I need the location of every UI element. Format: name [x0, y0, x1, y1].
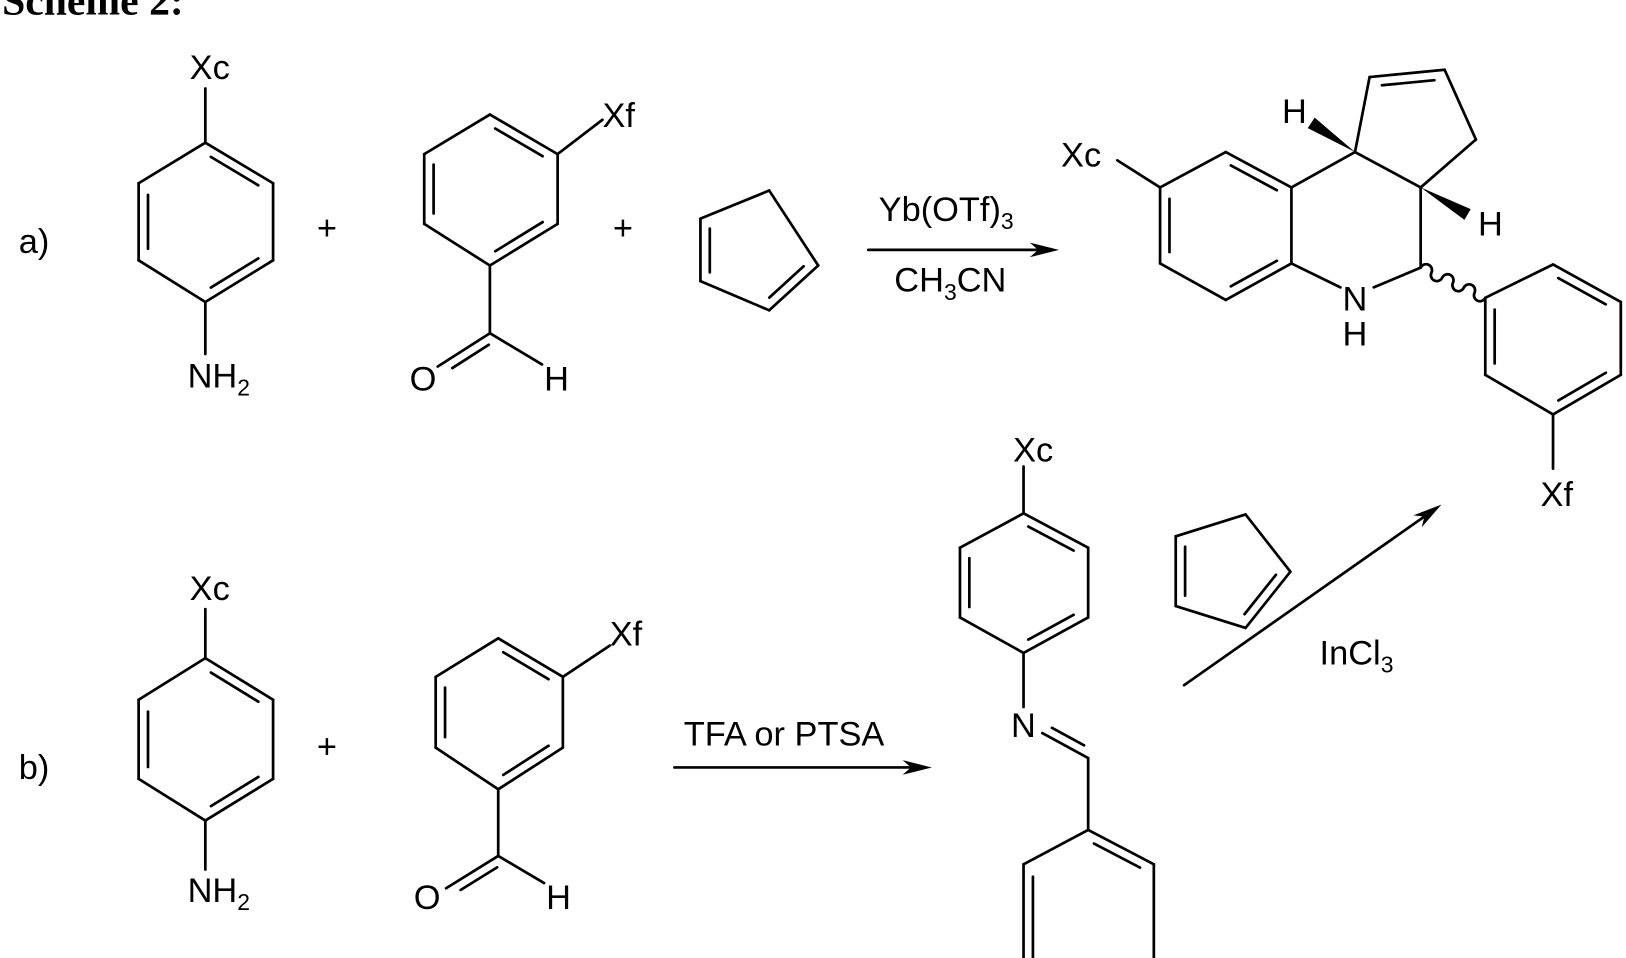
- aldehyde-b-h: H: [546, 879, 571, 917]
- ring-bond: [498, 638, 563, 677]
- ring-bond: [700, 281, 769, 310]
- ring-bond: [1176, 606, 1246, 628]
- ring-bond: [205, 658, 273, 700]
- ring-bond: [1485, 264, 1553, 297]
- product-h-top: H: [1282, 93, 1307, 131]
- plus-a-2: +: [613, 210, 633, 248]
- ring-bond: [1246, 514, 1291, 571]
- bond: [563, 646, 610, 677]
- ring-bond: [769, 266, 818, 311]
- reagent-tfa-ptsa: TFA or PTSA: [684, 716, 885, 754]
- ring-bond: [1246, 572, 1291, 628]
- reagent-yb-otf3: Yb(OTf)3: [879, 191, 1014, 234]
- double-bond: [1231, 261, 1277, 287]
- product-n: N: [1342, 280, 1367, 318]
- ring-bond: [436, 638, 499, 677]
- aniline-a-xc: Xc: [190, 49, 230, 87]
- ring-bond: [1553, 264, 1621, 301]
- ring-bond: [205, 143, 273, 184]
- ring-bond: [960, 513, 1024, 547]
- ring-bond: [700, 191, 769, 219]
- stereo-wedge-bond: [1308, 118, 1355, 152]
- row-a-label: a): [19, 223, 50, 261]
- stereo-wedge-bond: [1421, 187, 1471, 219]
- plus-b: +: [317, 728, 337, 766]
- ring-bond: [139, 143, 206, 184]
- reaction-arrow-c-head: [1413, 505, 1441, 528]
- product-nh: H: [1342, 316, 1367, 354]
- ring-bond: [205, 779, 273, 821]
- wavy-bond: [1421, 264, 1486, 301]
- bond: [1355, 152, 1421, 187]
- aniline-b-xc: Xc: [190, 570, 230, 608]
- double-bond: [1028, 615, 1073, 640]
- ring-bond: [1160, 152, 1226, 187]
- product-xc: Xc: [1061, 137, 1101, 175]
- ring-bond: [139, 658, 206, 700]
- aldehyde-a-h: H: [544, 361, 569, 399]
- bond: [1291, 152, 1355, 187]
- ring-bond: [139, 779, 206, 821]
- ring-bond: [1553, 375, 1621, 415]
- bond: [1024, 830, 1089, 864]
- ring-bond: [1226, 263, 1292, 299]
- bond: [558, 120, 603, 154]
- plus-a-1: +: [317, 210, 337, 248]
- ring-bond: [436, 748, 499, 790]
- double-bond: [1052, 728, 1084, 745]
- ring-bond: [139, 260, 206, 302]
- aldehyde-b-o: O: [414, 879, 441, 917]
- ring-bond: [1485, 375, 1553, 415]
- bond: [1374, 268, 1421, 288]
- aldehyde-a-xf: Xf: [602, 97, 635, 135]
- bond: [498, 856, 544, 883]
- aniline-b-nh2: NH2: [188, 872, 250, 915]
- product-xf: Xf: [1541, 476, 1574, 514]
- ring-bond: [490, 115, 558, 155]
- row-b-label: b): [19, 749, 50, 787]
- ring-bond: [424, 115, 490, 155]
- ring-bond: [1226, 152, 1292, 187]
- aldehyde-b-xf: Xf: [610, 616, 643, 654]
- bond: [1291, 263, 1340, 287]
- product-h-right: H: [1478, 205, 1503, 243]
- bond: [490, 333, 542, 364]
- ring-bond: [1160, 263, 1226, 299]
- imine-xc: Xc: [1013, 431, 1053, 469]
- double-bond: [1382, 80, 1435, 85]
- bond: [1445, 70, 1476, 140]
- double-bond: [452, 345, 488, 368]
- double-bond: [1231, 165, 1277, 190]
- reagent-incl3: InCl3: [1320, 634, 1394, 677]
- aniline-a-nh2: NH2: [188, 357, 250, 400]
- reaction-arrow-c: [1184, 508, 1436, 685]
- bond: [1355, 77, 1370, 152]
- scheme-title: Scheme 2:: [2, 0, 184, 25]
- solvent-ch3cn: CH3CN: [894, 262, 1006, 305]
- double-bond: [1094, 844, 1140, 868]
- ring-bond: [769, 191, 818, 266]
- bond: [1117, 160, 1160, 187]
- bond: [1421, 140, 1476, 188]
- ring-bond: [490, 224, 558, 266]
- ring-bond: [1024, 617, 1089, 652]
- bond: [1370, 70, 1445, 77]
- double-bond: [461, 867, 497, 890]
- bond: [1042, 733, 1088, 758]
- double-bond: [1028, 527, 1073, 551]
- ring-bond: [498, 748, 563, 790]
- ring-bond: [960, 617, 1024, 652]
- ring-bond: [424, 224, 490, 266]
- ring-bond: [1176, 514, 1246, 536]
- imine-n: N: [1011, 707, 1036, 745]
- ring-bond: [205, 260, 273, 302]
- aldehyde-a-o: O: [410, 361, 437, 399]
